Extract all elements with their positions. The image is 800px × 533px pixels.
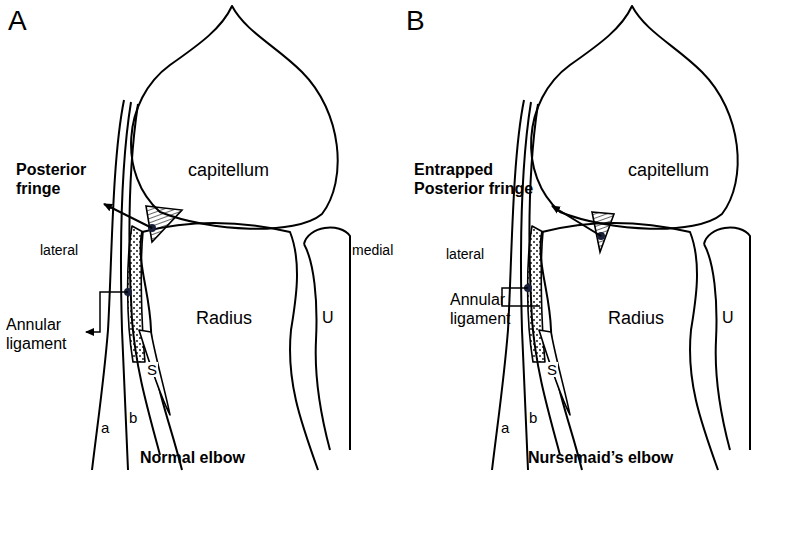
band-letter: b bbox=[528, 410, 538, 425]
panel-letter: B bbox=[406, 4, 425, 38]
panel-caption: Normal elbow bbox=[140, 448, 245, 467]
bone-letter: U bbox=[722, 308, 734, 327]
bone-letter: U bbox=[322, 308, 334, 327]
side-label: lateral bbox=[40, 242, 78, 259]
bone-label: capitellum bbox=[188, 160, 269, 182]
panel-caption: Nursemaid’s elbow bbox=[528, 448, 673, 467]
bone-label: Radius bbox=[608, 308, 664, 330]
part-label: Annular ligament bbox=[6, 315, 84, 353]
side-label: lateral bbox=[446, 246, 484, 263]
bone-label: capitellum bbox=[628, 160, 709, 182]
side-label: medial bbox=[352, 242, 393, 259]
panel-letter: A bbox=[8, 4, 27, 38]
bone-label: Radius bbox=[196, 308, 252, 330]
band-letter: a bbox=[500, 420, 510, 435]
band-letter: a bbox=[100, 420, 110, 435]
part-label: Posterior fringe bbox=[16, 160, 106, 198]
band-letter: b bbox=[128, 410, 138, 425]
muscle-letter: S bbox=[146, 362, 158, 377]
part-label: Entrapped Posterior fringe bbox=[414, 160, 544, 198]
muscle-letter: S bbox=[546, 362, 558, 377]
part-label: Annular ligament bbox=[450, 290, 522, 328]
